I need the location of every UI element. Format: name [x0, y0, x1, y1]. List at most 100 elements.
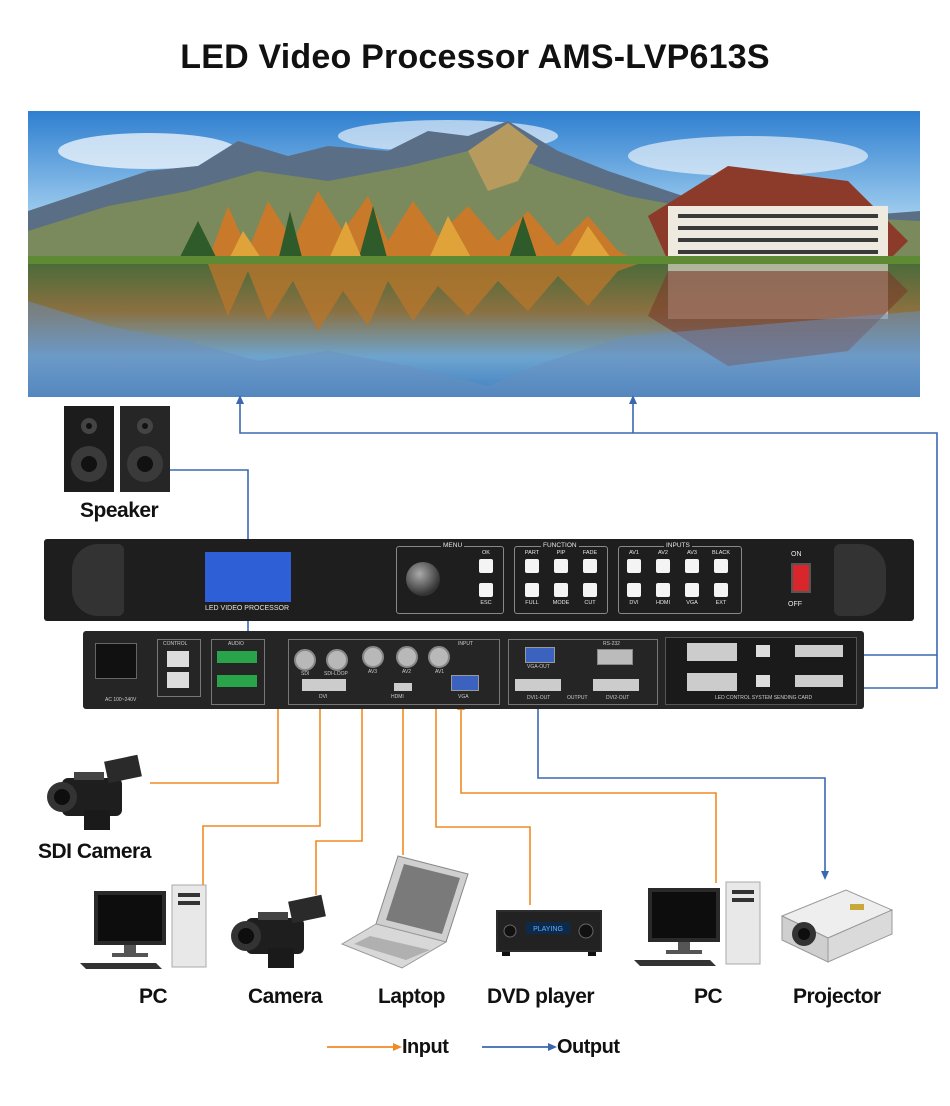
input-label: INPUT	[458, 641, 473, 647]
speaker-label: Speaker	[80, 499, 159, 522]
sending-card-ethernet-1[interactable]	[687, 643, 737, 661]
dvd-player-label: DVD player	[487, 985, 595, 1008]
dvi2-out-port[interactable]	[593, 679, 639, 691]
sending-card-dvi-2[interactable]	[795, 675, 843, 687]
ok-button[interactable]	[479, 559, 493, 573]
av1-label-rear: AV1	[435, 669, 445, 675]
ac-power-socket[interactable]	[95, 643, 137, 679]
av2-label: AV2	[658, 550, 668, 556]
pc-right-label: PC	[694, 985, 723, 1008]
sending-card-label: LED CONTROL SYSTEM SENDING CARD	[715, 695, 813, 701]
audio-terminal-1[interactable]	[217, 651, 257, 663]
full-label: FULL	[525, 600, 539, 606]
power-off-label: OFF	[788, 601, 802, 608]
laptop-label: Laptop	[378, 985, 445, 1008]
av3-label: AV3	[687, 550, 697, 556]
input-line-dvd	[435, 656, 531, 905]
cut-button[interactable]	[583, 583, 597, 597]
input-group	[288, 639, 500, 705]
fade-label: FADE	[582, 550, 598, 556]
av1-button[interactable]	[627, 559, 641, 573]
dvi2-out-label: DVI2-OUT	[606, 695, 630, 701]
vga-label: VGA	[686, 600, 698, 606]
esc-button[interactable]	[479, 583, 493, 597]
av3-connector[interactable]	[362, 646, 384, 668]
camera-label: Camera	[248, 985, 323, 1008]
inputs-header: INPUTS	[664, 542, 692, 549]
sending-card-dvi-1[interactable]	[795, 645, 843, 657]
black-button[interactable]	[714, 559, 728, 573]
av1-label: AV1	[629, 550, 639, 556]
vga-button[interactable]	[685, 583, 699, 597]
vga-label-rear: VGA	[458, 694, 469, 700]
dvd-display-text: PLAYING	[533, 926, 563, 933]
full-button[interactable]	[525, 583, 539, 597]
control-group	[157, 639, 201, 697]
pc-left-label: PC	[139, 985, 168, 1008]
rear-panel: AC 100~240V CONTROL AUDIO INPUT SDI SDI-…	[83, 631, 864, 709]
menu-knob[interactable]	[406, 562, 440, 596]
ac-label: AC 100~240V	[105, 697, 137, 703]
legend-input-arrow	[327, 1043, 402, 1051]
vga-out-port[interactable]	[525, 647, 555, 663]
pc-right-icon	[634, 881, 761, 966]
ext-label: EXT	[715, 600, 727, 606]
mode-label: MODE	[552, 600, 570, 606]
av2-button[interactable]	[656, 559, 670, 573]
control-port-1[interactable]	[167, 651, 189, 667]
front-panel: LED VIDEO PROCESSOR MENU OK ESC FUNCTION…	[44, 539, 914, 621]
pip-label: PIP	[556, 550, 566, 556]
dvi-input-port[interactable]	[302, 679, 346, 691]
landscape-illustration	[28, 111, 920, 397]
vga-out-label: VGA-OUT	[527, 664, 550, 670]
power-on-label: ON	[791, 551, 802, 558]
dvi-button[interactable]	[627, 583, 641, 597]
rs232-port[interactable]	[597, 649, 633, 665]
part-button[interactable]	[525, 559, 539, 573]
hdmi-input-port[interactable]	[394, 683, 412, 691]
hdmi-button[interactable]	[656, 583, 670, 597]
legend-output-arrow	[482, 1043, 557, 1051]
sending-card-usb-1[interactable]	[756, 645, 770, 657]
audio-terminal-2[interactable]	[217, 675, 257, 687]
output-group	[508, 639, 658, 705]
arrow-projector	[821, 871, 829, 880]
arrow-screen-left	[236, 395, 244, 404]
legend-output-label: Output	[557, 1036, 620, 1058]
sending-card-usb-2[interactable]	[756, 675, 770, 687]
handle-left	[72, 544, 124, 616]
mode-button[interactable]	[554, 583, 568, 597]
fade-button[interactable]	[583, 559, 597, 573]
rs232-label: RS-232	[603, 641, 620, 647]
sdi-loop-connector[interactable]	[326, 649, 348, 671]
dvi-label-rear: DVI	[319, 694, 328, 700]
part-label: PART	[524, 550, 540, 556]
power-switch[interactable]	[791, 563, 811, 593]
sending-card-ethernet-2[interactable]	[687, 673, 737, 691]
output-line-projector	[537, 680, 826, 875]
led-screen-image	[28, 111, 920, 397]
black-label: BLACK	[711, 550, 731, 556]
sdi-camera-label: SDI Camera	[38, 840, 151, 863]
sdi-connector[interactable]	[294, 649, 316, 671]
control-port-2[interactable]	[167, 672, 189, 688]
dvi1-out-label: DVI1-OUT	[527, 695, 551, 701]
vga-input-port[interactable]	[451, 675, 479, 691]
ext-button[interactable]	[714, 583, 728, 597]
input-line-camera	[315, 658, 363, 895]
av2-connector[interactable]	[396, 646, 418, 668]
av3-button[interactable]	[685, 559, 699, 573]
av3-label-rear: AV3	[368, 669, 378, 675]
arrow-screen-right	[629, 395, 637, 404]
projector-label: Projector	[793, 985, 881, 1008]
dvi-label: DVI	[629, 600, 639, 606]
sdi-camera-icon	[47, 754, 142, 830]
av1-connector[interactable]	[428, 646, 450, 668]
menu-header: MENU	[441, 542, 465, 549]
lcd-display	[205, 552, 291, 602]
input-line-pc	[202, 703, 321, 885]
pip-button[interactable]	[554, 559, 568, 573]
sdi-label: SDI	[301, 671, 310, 677]
dvi1-out-port[interactable]	[515, 679, 561, 691]
function-header: FUNCTION	[541, 542, 579, 549]
